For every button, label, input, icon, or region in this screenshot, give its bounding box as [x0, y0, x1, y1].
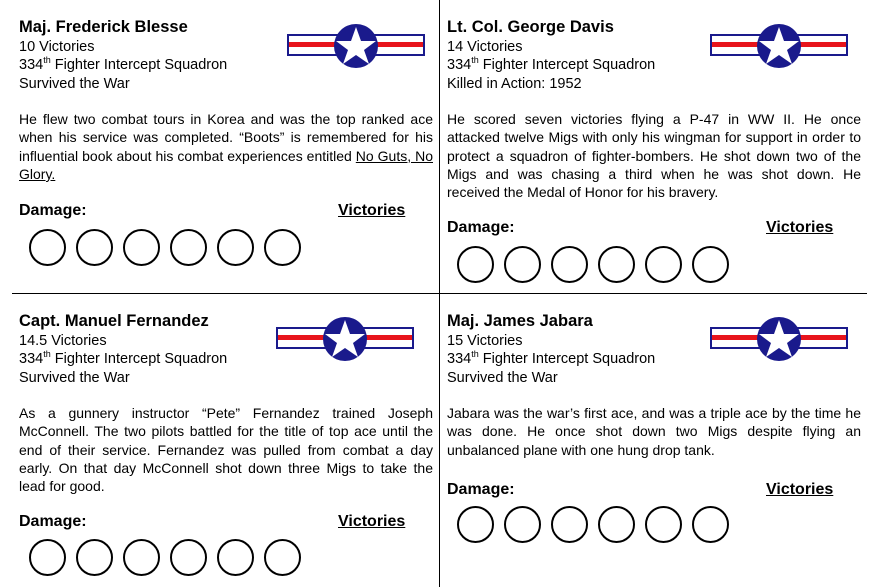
pilot-card: Maj. Frederick Blesse 10 Victories 334th… [0, 0, 433, 294]
damage-label: Damage: [447, 219, 515, 236]
damage-box[interactable] [29, 539, 66, 576]
damage-box[interactable] [29, 229, 66, 266]
biography: He scored seven victories flying a P-47 … [447, 111, 861, 201]
victory-count: 15 Victories [447, 333, 523, 349]
damage-box[interactable] [123, 539, 160, 576]
fate: Killed in Action: 1952 [447, 75, 582, 92]
pilot-name: Maj. Frederick Blesse [19, 18, 188, 36]
damage-box[interactable] [217, 229, 254, 266]
damage-box[interactable] [76, 229, 113, 266]
damage-box[interactable] [551, 506, 588, 543]
pilot-info: 10 Victories 334th Fighter Intercept Squ… [19, 38, 227, 93]
victory-count: 10 Victories [19, 39, 95, 55]
pilot-info: 14.5 Victories 334th Fighter Intercept S… [19, 332, 227, 387]
pilot-card: Maj. James Jabara 15 Victories 334th Fig… [428, 294, 861, 588]
damage-box[interactable] [645, 246, 682, 283]
damage-box[interactable] [76, 539, 113, 576]
damage-box[interactable] [598, 506, 635, 543]
pilot-info: 14 Victories 334th Fighter Intercept Squ… [447, 38, 655, 93]
victories-label: Victories [338, 202, 406, 219]
horizontal-divider [12, 293, 867, 294]
damage-box[interactable] [170, 539, 207, 576]
fate: Survived the War [19, 369, 130, 386]
victories-label: Victories [338, 513, 406, 530]
victories-label: Victories [766, 219, 834, 236]
squadron: 334th Fighter Intercept Squadron [447, 349, 656, 368]
damage-box[interactable] [123, 229, 160, 266]
damage-box[interactable] [170, 229, 207, 266]
pilot-name: Capt. Manuel Fernandez [19, 312, 209, 330]
pilot-card: Capt. Manuel Fernandez 14.5 Victories 33… [0, 294, 433, 588]
fate: Survived the War [19, 75, 130, 92]
biography: As a gunnery instructor “Pete” Fernandez… [19, 405, 433, 495]
usaf-roundel-icon [287, 24, 425, 68]
damage-box[interactable] [504, 246, 541, 283]
usaf-roundel-icon [710, 317, 848, 361]
damage-box[interactable] [217, 539, 254, 576]
damage-label: Damage: [19, 202, 87, 219]
pilot-name: Lt. Col. George Davis [447, 18, 614, 36]
victories-label: Victories [766, 481, 834, 498]
damage-box[interactable] [264, 539, 301, 576]
pilot-card: Lt. Col. George Davis 14 Victories 334th… [428, 0, 861, 294]
usaf-roundel-icon [710, 24, 848, 68]
damage-label: Damage: [447, 481, 515, 498]
damage-box[interactable] [551, 246, 588, 283]
victory-count: 14.5 Victories [19, 333, 107, 349]
damage-box[interactable] [504, 506, 541, 543]
damage-box[interactable] [457, 506, 494, 543]
damage-track [29, 229, 301, 266]
fate: Survived the War [447, 369, 558, 386]
book-title: No Guts, No Glory. [19, 147, 433, 182]
damage-track [29, 539, 301, 576]
damage-track [457, 246, 729, 283]
damage-box[interactable] [645, 506, 682, 543]
biography: Jabara was the war’s first ace, and was … [447, 405, 861, 458]
squadron: 334th Fighter Intercept Squadron [19, 349, 228, 368]
squadron: 334th Fighter Intercept Squadron [19, 55, 228, 74]
pilot-info: 15 Victories 334th Fighter Intercept Squ… [447, 332, 655, 387]
damage-box[interactable] [264, 229, 301, 266]
damage-box[interactable] [457, 246, 494, 283]
victory-count: 14 Victories [447, 39, 523, 55]
damage-box[interactable] [692, 506, 729, 543]
damage-track [457, 506, 729, 543]
squadron: 334th Fighter Intercept Squadron [447, 55, 656, 74]
damage-box[interactable] [598, 246, 635, 283]
pilot-name: Maj. James Jabara [447, 312, 593, 330]
damage-label: Damage: [19, 513, 87, 530]
usaf-roundel-icon [276, 317, 414, 361]
biography: He flew two combat tours in Korea and wa… [19, 111, 433, 182]
damage-box[interactable] [692, 246, 729, 283]
